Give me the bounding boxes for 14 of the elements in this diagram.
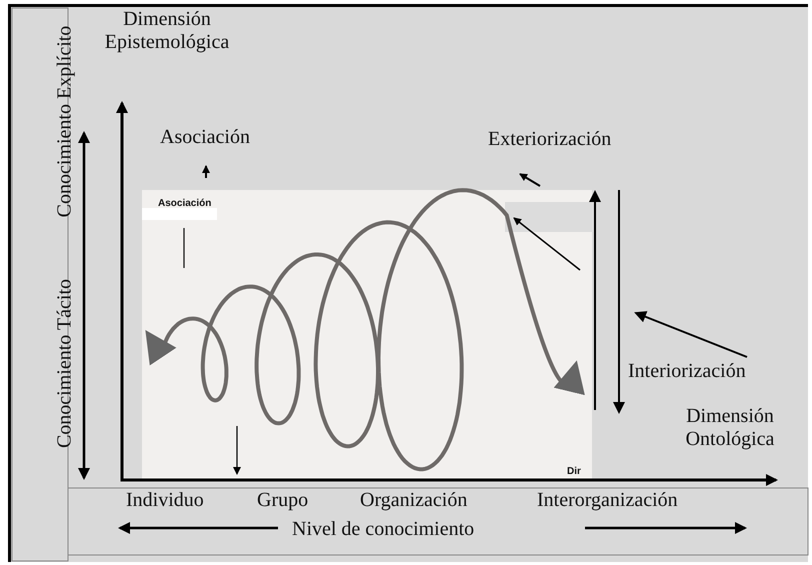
stage-label: Asociación — [160, 126, 251, 149]
axis-title: Dimensión Epistemológica — [104, 8, 230, 54]
level-label: Individuo — [126, 489, 205, 512]
stage-label: Asociación — [158, 198, 212, 210]
axis-title: Dir — [567, 466, 582, 478]
level-label: Organización — [360, 489, 468, 512]
stage-label: Interiorización — [628, 360, 747, 383]
level-label: Interorganización — [537, 489, 679, 512]
level-label: Grupo — [257, 489, 310, 512]
axis-title: Nivel de conocimiento — [292, 518, 476, 541]
axis-title: Conocimiento Tácito — [54, 278, 76, 450]
axis-title: Conocimiento Explícito — [54, 24, 76, 220]
stage-label: Exteriorización — [488, 128, 612, 151]
axis-title: Dimensión Ontológica — [684, 405, 776, 451]
